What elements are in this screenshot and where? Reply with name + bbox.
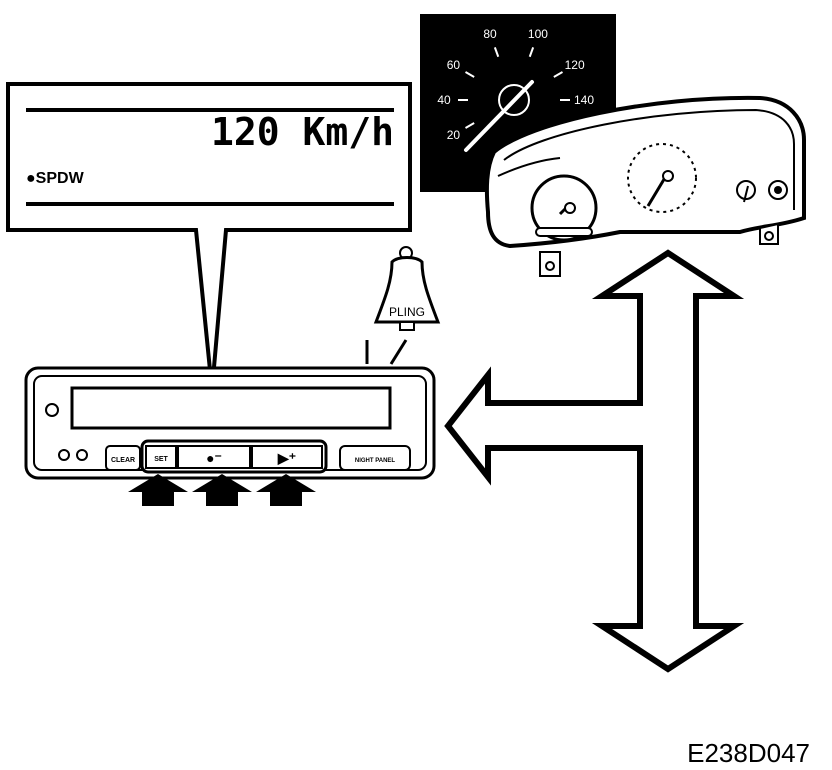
plus-button[interactable]: ▶⁺: [251, 445, 323, 469]
night-panel-button-label: NIGHT PANEL: [355, 458, 396, 464]
speedometer-tick: [465, 71, 475, 78]
sound-line-right: [389, 339, 408, 365]
speedometer-tick-label: 60: [447, 58, 461, 72]
bell-icon: PLING: [365, 246, 441, 365]
bell-label: PLING: [389, 305, 425, 319]
minus-button[interactable]: ●⁻: [177, 445, 251, 469]
indicator-led-2: [76, 449, 88, 461]
clear-button-label: CLEAR: [111, 457, 135, 464]
speedometer-hub: [498, 84, 530, 116]
speedometer-tick: [528, 47, 535, 58]
press-arrow-plus: [256, 474, 316, 506]
display-callout: 120 Km/h ●SPDW: [6, 82, 412, 391]
speedometer-tick: [553, 71, 563, 78]
speedometer-tick-label: 80: [483, 27, 497, 41]
night-panel-button[interactable]: NIGHT PANEL: [339, 445, 411, 471]
control-panel: CLEAR SET ●⁻ ▶⁺ NIGHT PANEL: [24, 366, 436, 480]
panel-screw: [45, 403, 59, 417]
indicator-led-1: [58, 449, 70, 461]
speedometer-tick-label: 140: [574, 93, 594, 107]
press-arrow-set: [128, 474, 188, 506]
clear-button[interactable]: CLEAR: [105, 445, 141, 471]
speedometer-scale: 20 40 60 80 100 120 140: [437, 27, 594, 142]
cluster-speedometer: [627, 143, 697, 213]
speedometer-needle: [464, 80, 534, 152]
connection-arrow: [444, 249, 745, 673]
panel-display-window: [70, 386, 392, 430]
figure-code: E238D047: [687, 738, 810, 768]
set-button-label: SET: [154, 456, 168, 463]
mode-label: ●SPDW: [26, 170, 85, 187]
set-button[interactable]: SET: [145, 445, 177, 469]
speedometer-tick-label: 40: [437, 93, 451, 107]
speedometer-tick-label: 20: [447, 128, 461, 142]
speedometer-tick-label: 120: [565, 58, 585, 72]
press-arrow-minus: [192, 474, 252, 506]
press-arrows: [128, 474, 316, 506]
instrument-cluster: [484, 95, 806, 277]
minus-button-label: ●⁻: [206, 450, 222, 466]
speedometer-tick: [465, 122, 475, 129]
speed-readout: 120 Km/h: [211, 110, 394, 154]
speedometer-tick-label: 100: [528, 27, 548, 41]
speedometer-tick: [493, 47, 500, 58]
plus-button-label: ▶⁺: [277, 450, 296, 466]
